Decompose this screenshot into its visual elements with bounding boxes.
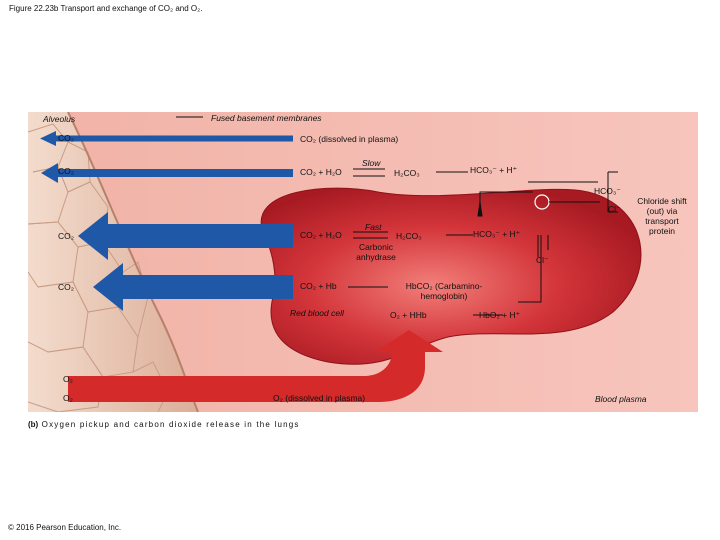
carbonic-anhydrase-label: Carbonic anhydrase <box>356 242 396 262</box>
hbo2-h-label: HbO₂ + H⁺ <box>479 310 521 320</box>
gas-exchange-diagram: Alveolus Fused basement membranes CO₂ CO… <box>28 112 698 412</box>
co2-arrow-2 <box>41 163 293 183</box>
o2-plasma-label: O₂ (dissolved in plasma) <box>273 393 366 403</box>
o2-left-1: O₂ <box>63 374 73 384</box>
figure-caption: (b) Oxygen pickup and carbon dioxide rel… <box>28 420 300 429</box>
o2-arrow <box>68 330 443 402</box>
co2-left-2: CO₂ <box>58 166 75 176</box>
fast-label: Fast <box>365 222 382 232</box>
o2-left-2: O₂ <box>63 393 73 403</box>
hbco2-label: HbCO₂ (Carbamino-hemoglobin) <box>405 281 483 301</box>
red-blood-cell-label: Red blood cell <box>290 308 344 318</box>
figure-title: Figure 22.23b Transport and exchange of … <box>9 4 203 13</box>
cl-right: Cl⁻ <box>608 204 621 214</box>
alveolus-label: Alveolus <box>43 114 76 124</box>
co2-arrow-3 <box>78 212 293 260</box>
co2-hb-label: CO₂ + Hb <box>300 281 337 291</box>
co2-left-1: CO₂ <box>58 133 75 143</box>
h2co3-plasma: H₂CO₃ <box>394 168 420 178</box>
hco3-h-plasma: HCO₃⁻ + H⁺ <box>470 165 518 175</box>
slow-label: Slow <box>362 158 381 168</box>
co2-plasma-label: CO₂ (dissolved in plasma) <box>300 134 399 144</box>
caption-letter: (b) <box>28 420 39 429</box>
blood-plasma-label: Blood plasma <box>595 394 647 404</box>
h2co3-rbc: H₂CO₃ <box>396 231 422 241</box>
o2-hhb-label: O₂ + HHb <box>390 310 427 320</box>
chloride-shift-label: Chloride shift (out) via transport prote… <box>637 196 687 236</box>
co2-arrow-4 <box>93 263 293 311</box>
fused-membranes-label: Fused basement membranes <box>211 113 322 123</box>
cl-rbc: Cl⁻ <box>536 255 549 265</box>
co2-arrow-1 <box>40 131 293 146</box>
hco3-h-rbc: HCO₃⁻ + H⁺ <box>473 229 521 239</box>
co2-left-3: CO₂ <box>58 231 75 241</box>
copyright: © 2016 Pearson Education, Inc. <box>8 523 122 532</box>
reaction-arrows <box>176 116 618 316</box>
caption-text: Oxygen pickup and carbon dioxide release… <box>41 420 300 429</box>
diagram-artwork <box>28 112 698 412</box>
co2-left-4: CO₂ <box>58 282 75 292</box>
co2-h2o-plasma: CO₂ + H₂O <box>300 167 342 177</box>
co2-h2o-rbc: CO₂ + H₂O <box>300 230 342 240</box>
hco3-right: HCO₃⁻ <box>594 186 621 196</box>
alveolar-tissue <box>28 112 198 412</box>
